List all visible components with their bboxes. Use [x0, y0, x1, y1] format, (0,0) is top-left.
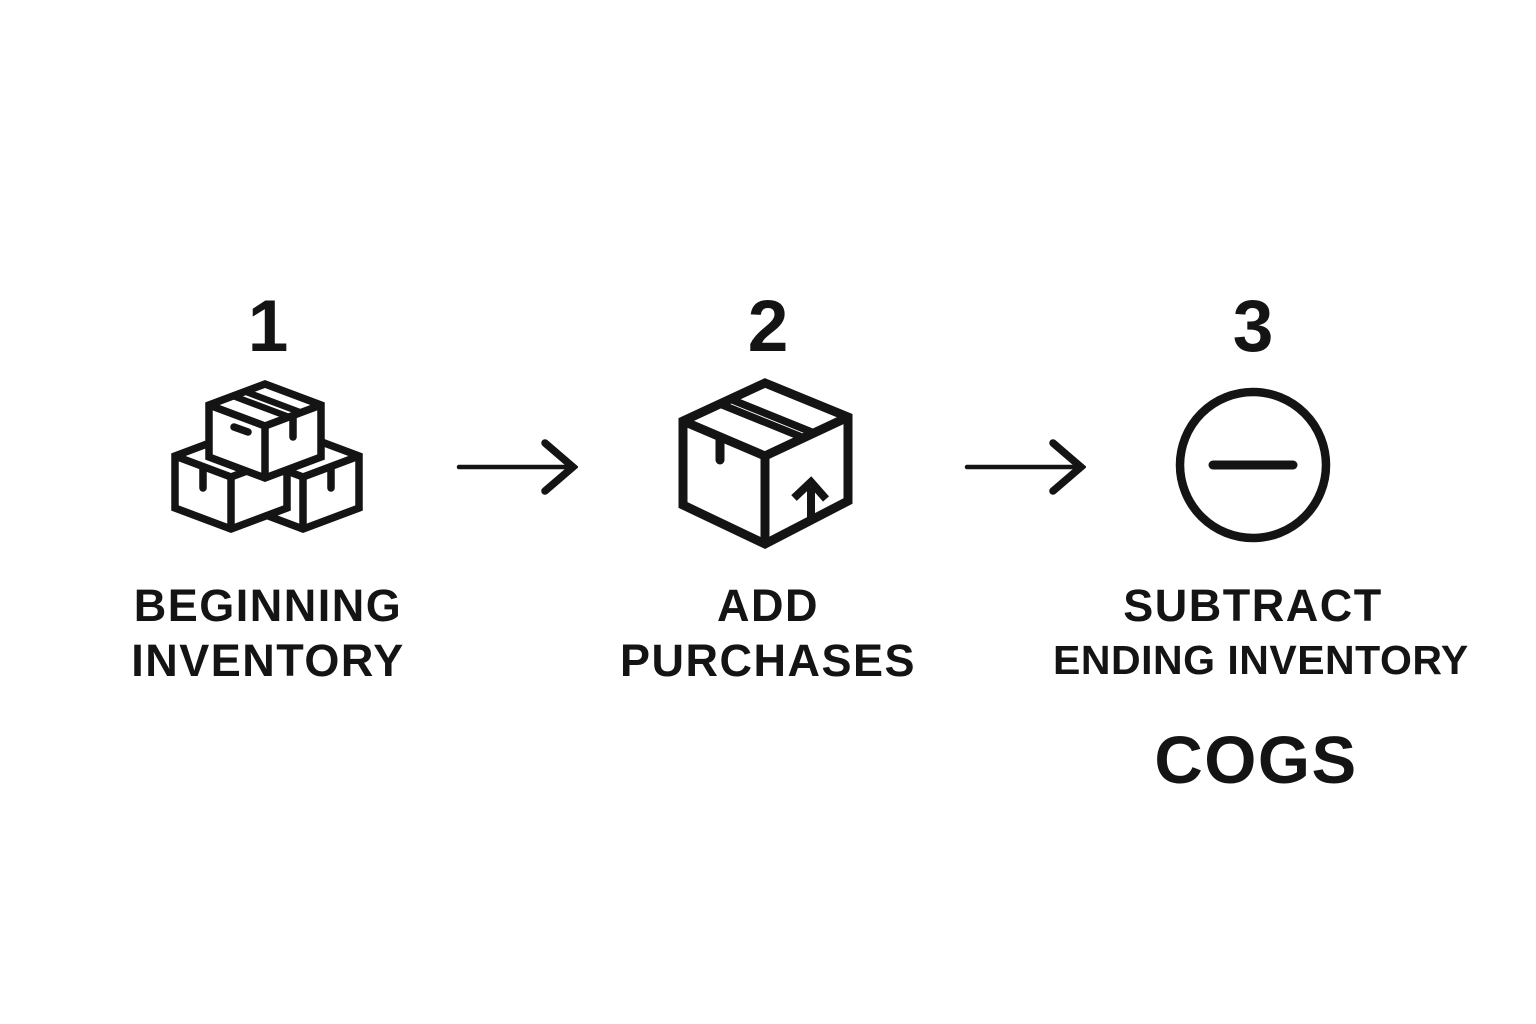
minus-circle-icon — [1175, 387, 1331, 543]
right-arrow-icon — [964, 439, 1086, 495]
step-2-label-line-1: ADD — [717, 580, 819, 631]
step-2-label-line-2: PURCHASES — [619, 635, 917, 686]
step-2-label: ADD PURCHASES — [568, 578, 968, 688]
box-arrow-up-icon — [678, 378, 853, 550]
step-3-label-line-2: ENDING INVENTORY — [1053, 637, 1469, 683]
step-1-label-line-1: BEGINNING — [133, 580, 403, 631]
step-1-label: BEGINNING INVENTORY — [68, 578, 468, 688]
step-2-number: 2 — [747, 286, 789, 367]
step-3-label-line-1: SUBTRACT — [1123, 580, 1383, 631]
stacked-box-top — [205, 380, 325, 483]
step-1-label-line-2: INVENTORY — [131, 635, 405, 686]
step-3-label: SUBTRACT ENDING INVENTORY — [1053, 578, 1469, 688]
stacked-boxes-icon — [171, 380, 363, 534]
arrow-up-glyph — [791, 476, 829, 518]
step-3-number: 3 — [1232, 286, 1274, 367]
cogs-result-label: COGS — [1154, 723, 1358, 798]
step-1-number: 1 — [247, 286, 289, 367]
right-arrow-icon — [456, 439, 578, 495]
